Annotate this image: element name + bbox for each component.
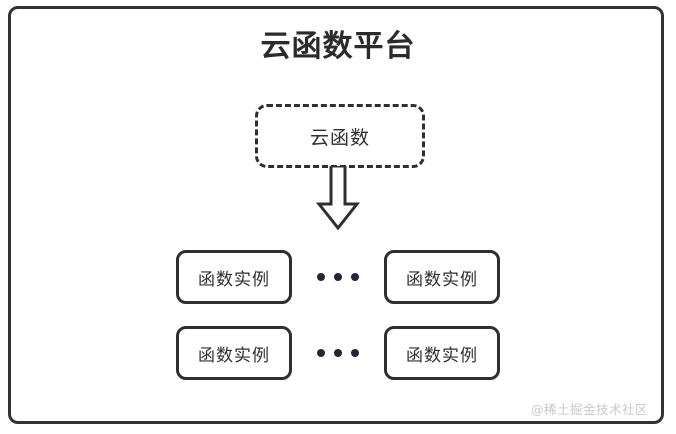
ellipsis-dot [317,273,325,281]
ellipsis-dot [334,273,342,281]
ellipsis-dot [351,273,359,281]
function-instance-box: 函数实例 [176,250,292,304]
instance-row: 函数实例 函数实例 [0,250,676,304]
function-instance-label: 函数实例 [406,345,478,366]
ellipsis-icon [292,250,384,304]
instance-row: 函数实例 函数实例 [0,326,676,380]
down-arrow-icon [313,164,363,232]
watermark: @稀土掘金技术社区 [530,402,648,417]
function-instance-label: 函数实例 [198,269,270,290]
function-instance-label: 函数实例 [406,269,478,290]
ellipsis-dot [334,349,342,357]
ellipsis-dot [351,349,359,357]
ellipsis-icon [292,326,384,380]
ellipsis-dot [317,349,325,357]
function-instance-label: 函数实例 [198,345,270,366]
page-title: 云函数平台 [260,29,416,64]
cloud-function-label: 云函数 [309,126,370,149]
function-instance-box: 函数实例 [176,326,292,380]
function-instance-box: 函数实例 [384,250,500,304]
function-instance-box: 函数实例 [384,326,500,380]
cloud-function-box: 云函数 [255,104,425,168]
